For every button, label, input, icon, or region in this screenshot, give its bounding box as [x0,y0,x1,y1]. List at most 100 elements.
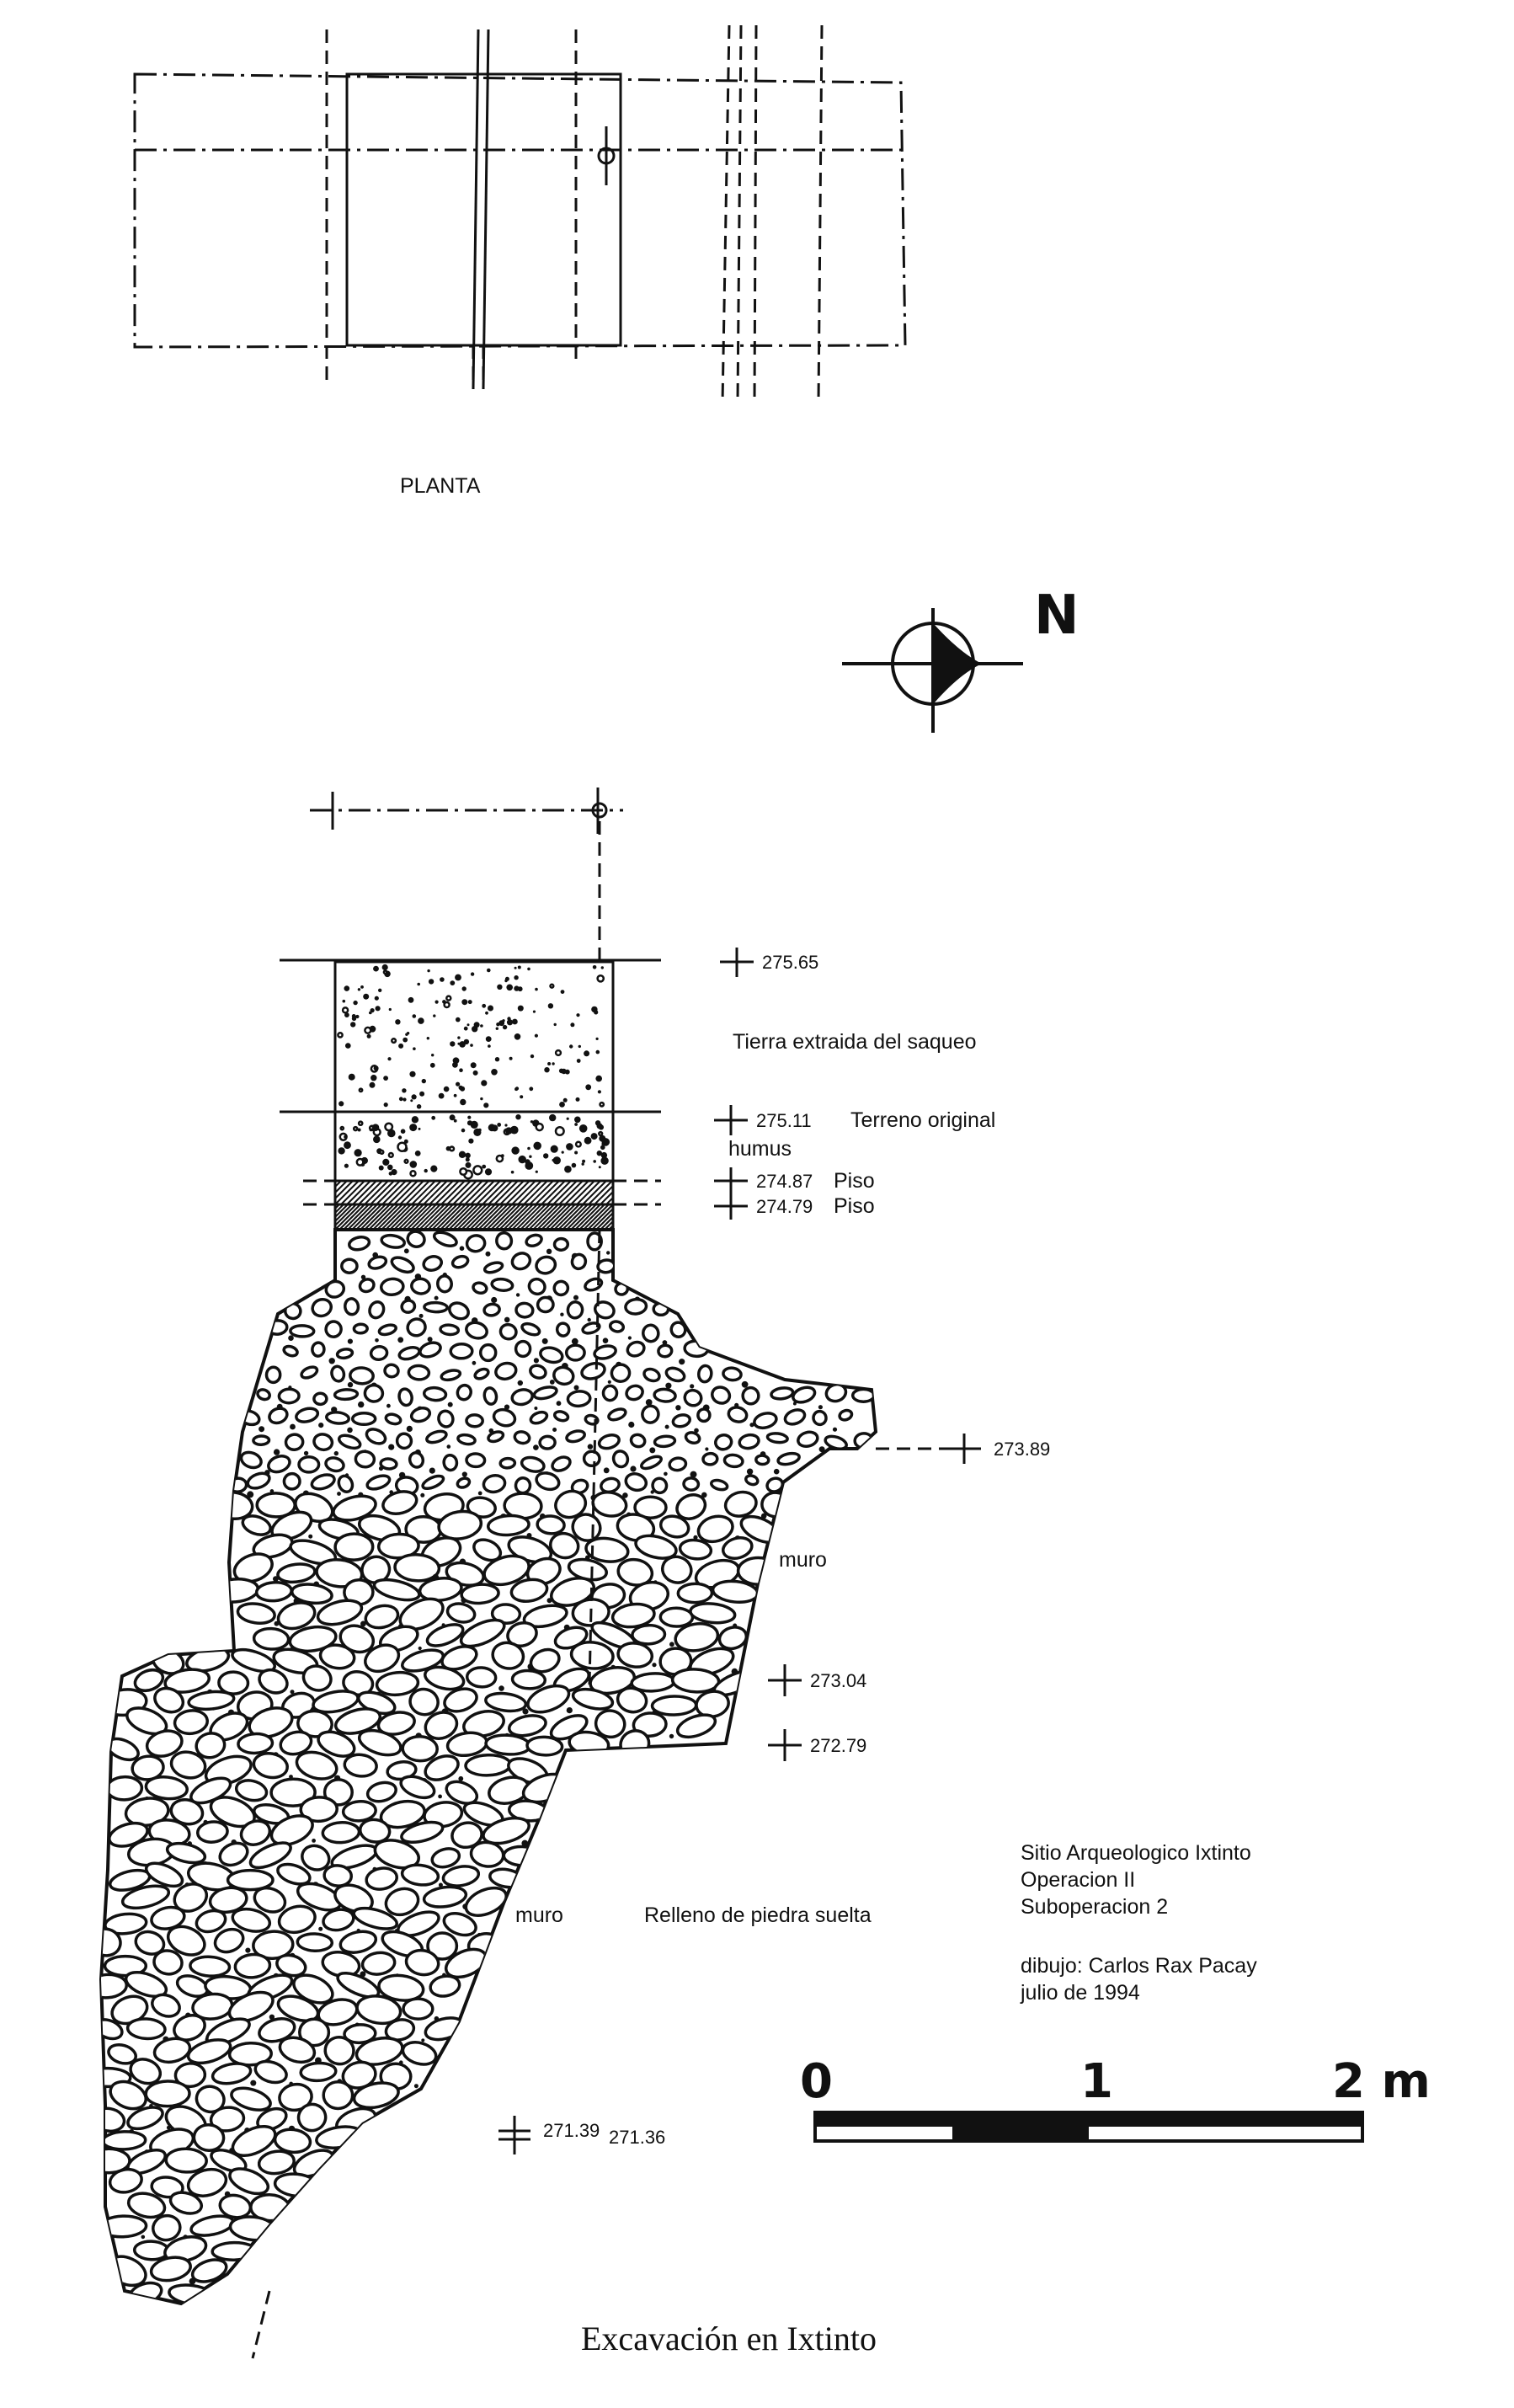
svg-text:273.89: 273.89 [994,1439,1050,1460]
stone [449,1343,474,1360]
grain [482,1164,487,1169]
stone [532,1386,558,1401]
grain [413,2084,418,2089]
stone [311,1297,333,1318]
hatch-line [465,1204,492,1231]
stone [333,1388,360,1402]
pebble [337,1032,344,1038]
hatch-line [393,1204,420,1231]
pebble [596,974,605,983]
stone [152,2037,192,2064]
stone [658,1606,695,1628]
grain [491,1124,498,1132]
grain [693,1535,698,1540]
stone [525,1556,562,1586]
stone [495,1231,514,1251]
hatch-line [444,1204,471,1231]
elevation-marker: 274.87 [714,1167,813,1194]
stone [124,1971,168,1998]
stone [442,1453,459,1472]
grain [426,1037,429,1040]
stone [144,2080,191,2108]
stone [487,1430,505,1444]
grain [412,1014,417,1018]
stone [464,1886,508,1917]
grain [373,1135,381,1144]
grain [543,1153,549,1159]
stone [569,1641,615,1670]
stone [169,1798,205,1826]
grain [360,985,364,989]
stone [282,1471,301,1491]
stone [335,1348,355,1360]
grain [360,1620,366,1627]
hatch-line [346,1180,371,1205]
stone [296,1932,334,1952]
stone [565,1429,586,1444]
stone [124,1797,170,1828]
stone [589,1666,637,1695]
hatch-line [434,1180,460,1205]
grain [449,1114,456,1121]
scale-label-2: 2 m [1332,2054,1431,2109]
layer-looted-fill-texture [337,964,605,1109]
grain [511,1146,520,1155]
grain [562,1097,568,1103]
stone [373,1839,420,1870]
stone [248,1706,294,1738]
grain [582,1159,586,1163]
scale-label-1: 1 [1080,2054,1113,2109]
hatch-line [364,1204,391,1231]
stone [365,1474,392,1491]
grain [576,1059,581,1063]
stone [450,1821,483,1850]
stone [770,1386,795,1401]
stone [354,1450,376,1469]
stone [384,2018,416,2042]
grain [273,2238,277,2242]
stone [258,1668,289,1695]
grain [353,1000,358,1006]
grain [395,1019,401,1025]
stone [492,1407,517,1428]
grain [431,1054,434,1057]
stone [456,1383,472,1402]
grain [378,1165,384,1171]
grain [628,1421,635,1428]
stone [406,1317,427,1337]
stone [482,1474,507,1494]
grain [417,982,421,986]
stone [581,1321,601,1335]
grain [344,1163,349,1168]
grain [350,1022,356,1028]
stone [594,1709,626,1739]
grain [552,1156,561,1165]
grain [533,1358,540,1364]
stone [101,1973,129,2000]
grain [461,986,466,991]
pebble [358,1087,364,1093]
stone [126,2106,164,2131]
grain [690,1471,697,1478]
stone [525,1735,564,1757]
stone [397,1387,413,1407]
grain [371,1124,380,1131]
grain [409,1071,416,1077]
scale-bar: 0 1 2 m [800,2054,1431,2143]
stone [812,1409,828,1427]
grain [553,1022,557,1027]
grain [383,1076,388,1081]
hatch-line [417,1180,442,1205]
hatch-line [482,1204,509,1231]
grain [578,1044,581,1049]
stone [239,1819,272,1846]
hatch-line [440,1204,466,1231]
grain [455,974,461,981]
stone [108,2167,143,2194]
grain [601,1142,605,1145]
grain [397,1135,402,1140]
grain [559,1102,565,1108]
grain [510,1170,514,1174]
stone [400,1863,440,1887]
hatch-line [410,1204,437,1231]
